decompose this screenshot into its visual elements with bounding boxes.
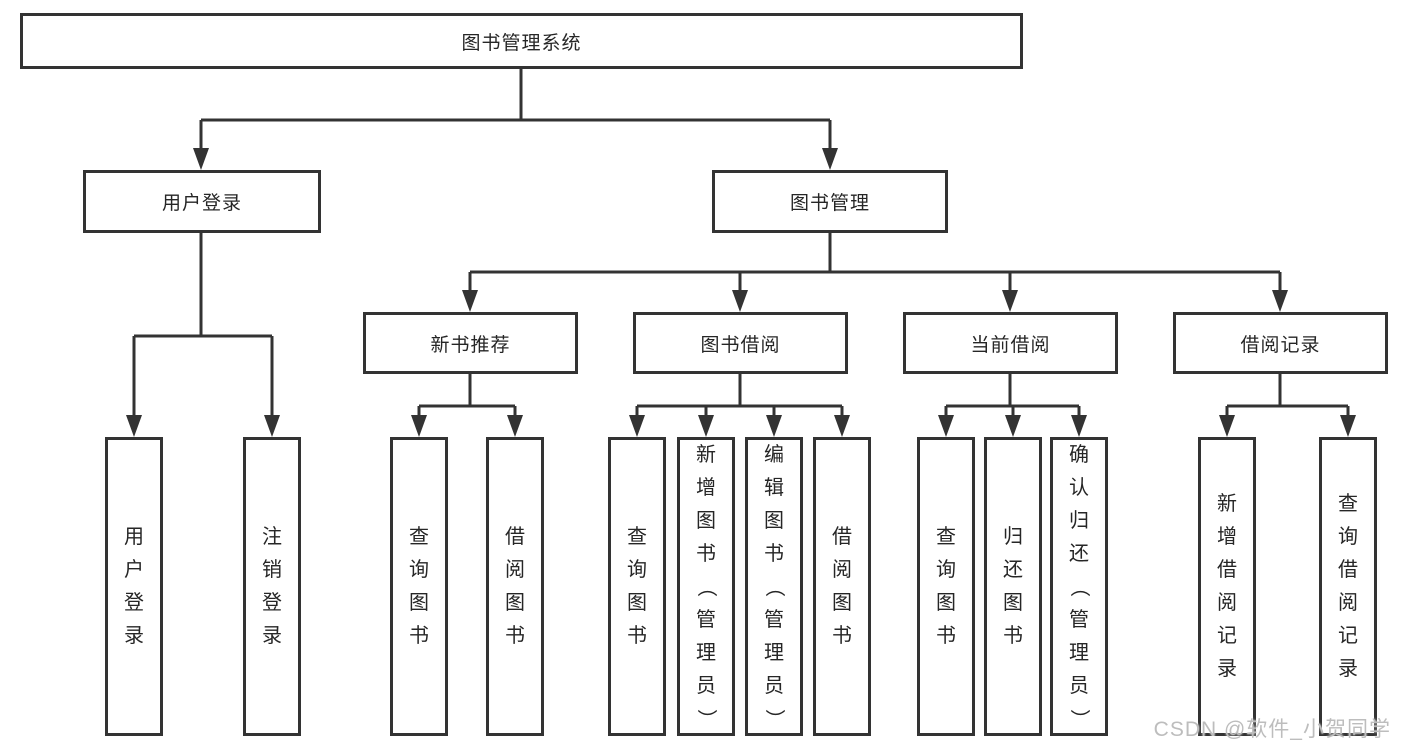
connector-line — [417, 374, 517, 417]
node-label: 图书借阅 — [700, 334, 781, 356]
node-borrowing-records: 借阅记录 — [1173, 312, 1388, 374]
connector-line — [468, 233, 1282, 292]
node-new-book-recommendation: 新书推荐 — [363, 312, 578, 374]
node-user-login: 用户登录 — [83, 170, 321, 233]
node-label: 图书管理系统 — [461, 32, 582, 54]
node-leaf-current-query-books: 查询图书 — [917, 437, 975, 736]
node-current-borrowing: 当前借阅 — [903, 312, 1118, 374]
connector-user-login-to-leaves — [126, 233, 280, 437]
node-label: 用户登录 — [161, 193, 242, 214]
node-leaf-newrec-query-books: 查询图书 — [390, 437, 448, 736]
connector-line — [635, 374, 844, 417]
node-book-management: 图书管理 — [712, 170, 948, 233]
connector-book-borrow-to-leaves — [629, 374, 850, 437]
node-book-borrowing: 图书借阅 — [633, 312, 848, 374]
arrowhead-icon — [411, 415, 523, 437]
node-label: 查询图书 — [409, 526, 429, 647]
node-leaf-add-books-admin: 新增图书（管理员） — [677, 437, 735, 736]
arrowhead-icon — [938, 415, 1087, 437]
node-label: 借阅记录 — [1240, 334, 1321, 356]
node-leaf-add-borrow-record: 新增借阅记录 — [1198, 437, 1256, 736]
node-leaf-user-login: 用户登录 — [105, 437, 163, 736]
node-label: 新书推荐 — [430, 334, 511, 356]
arrowhead-icon — [629, 415, 850, 437]
node-label: 当前借阅 — [970, 334, 1051, 356]
connector-line — [132, 233, 274, 417]
connector-book-management-to-level3 — [462, 233, 1288, 312]
node-leaf-logout: 注销登录 — [243, 437, 301, 736]
node-label: 注销登录 — [262, 526, 282, 647]
node-leaf-return-books: 归还图书 — [984, 437, 1042, 736]
arrowhead-icon — [462, 290, 1288, 312]
connector-root-to-level2 — [193, 69, 838, 170]
arrowhead-icon — [126, 415, 280, 437]
arrowhead-icon — [1219, 415, 1356, 437]
node-leaf-confirm-return-admin: 确认归还（管理员） — [1050, 437, 1108, 736]
node-label: 图书管理 — [789, 193, 870, 214]
csdn-watermark: CSDN @软件_小贺同学 — [1153, 718, 1391, 741]
node-leaf-edit-books-admin: 编辑图书（管理员） — [745, 437, 803, 736]
node-label: 新增图书（管理员） — [695, 443, 717, 729]
node-leaf-newrec-borrow-books: 借阅图书 — [486, 437, 544, 736]
connector-line — [944, 374, 1081, 417]
node-label: 确认归还（管理员） — [1068, 443, 1090, 729]
node-leaf-query-borrow-record: 查询借阅记录 — [1319, 437, 1377, 736]
node-label: 借阅图书 — [505, 526, 525, 647]
node-label: 新增借阅记录 — [1217, 493, 1237, 680]
node-label: 编辑图书（管理员） — [763, 443, 785, 729]
node-label: 借阅图书 — [832, 526, 852, 647]
node-label: 查询借阅记录 — [1338, 493, 1358, 680]
connector-new-book-rec-to-leaves — [411, 374, 523, 437]
node-label: 归还图书 — [1003, 526, 1023, 647]
connector-line — [199, 69, 832, 150]
node-leaf-borrowing-borrow-books: 借阅图书 — [813, 437, 871, 736]
node-book-management-system: 图书管理系统 — [20, 13, 1023, 69]
arrowhead-icon — [193, 148, 838, 170]
node-label: 查询图书 — [627, 526, 647, 647]
node-leaf-borrowing-query-books: 查询图书 — [608, 437, 666, 736]
connector-line — [1225, 374, 1350, 417]
connector-borrow-record-to-leaves — [1219, 374, 1356, 437]
node-label: 查询图书 — [936, 526, 956, 647]
node-label: 用户登录 — [124, 526, 144, 647]
connector-current-borrow-to-leaves — [938, 374, 1087, 437]
